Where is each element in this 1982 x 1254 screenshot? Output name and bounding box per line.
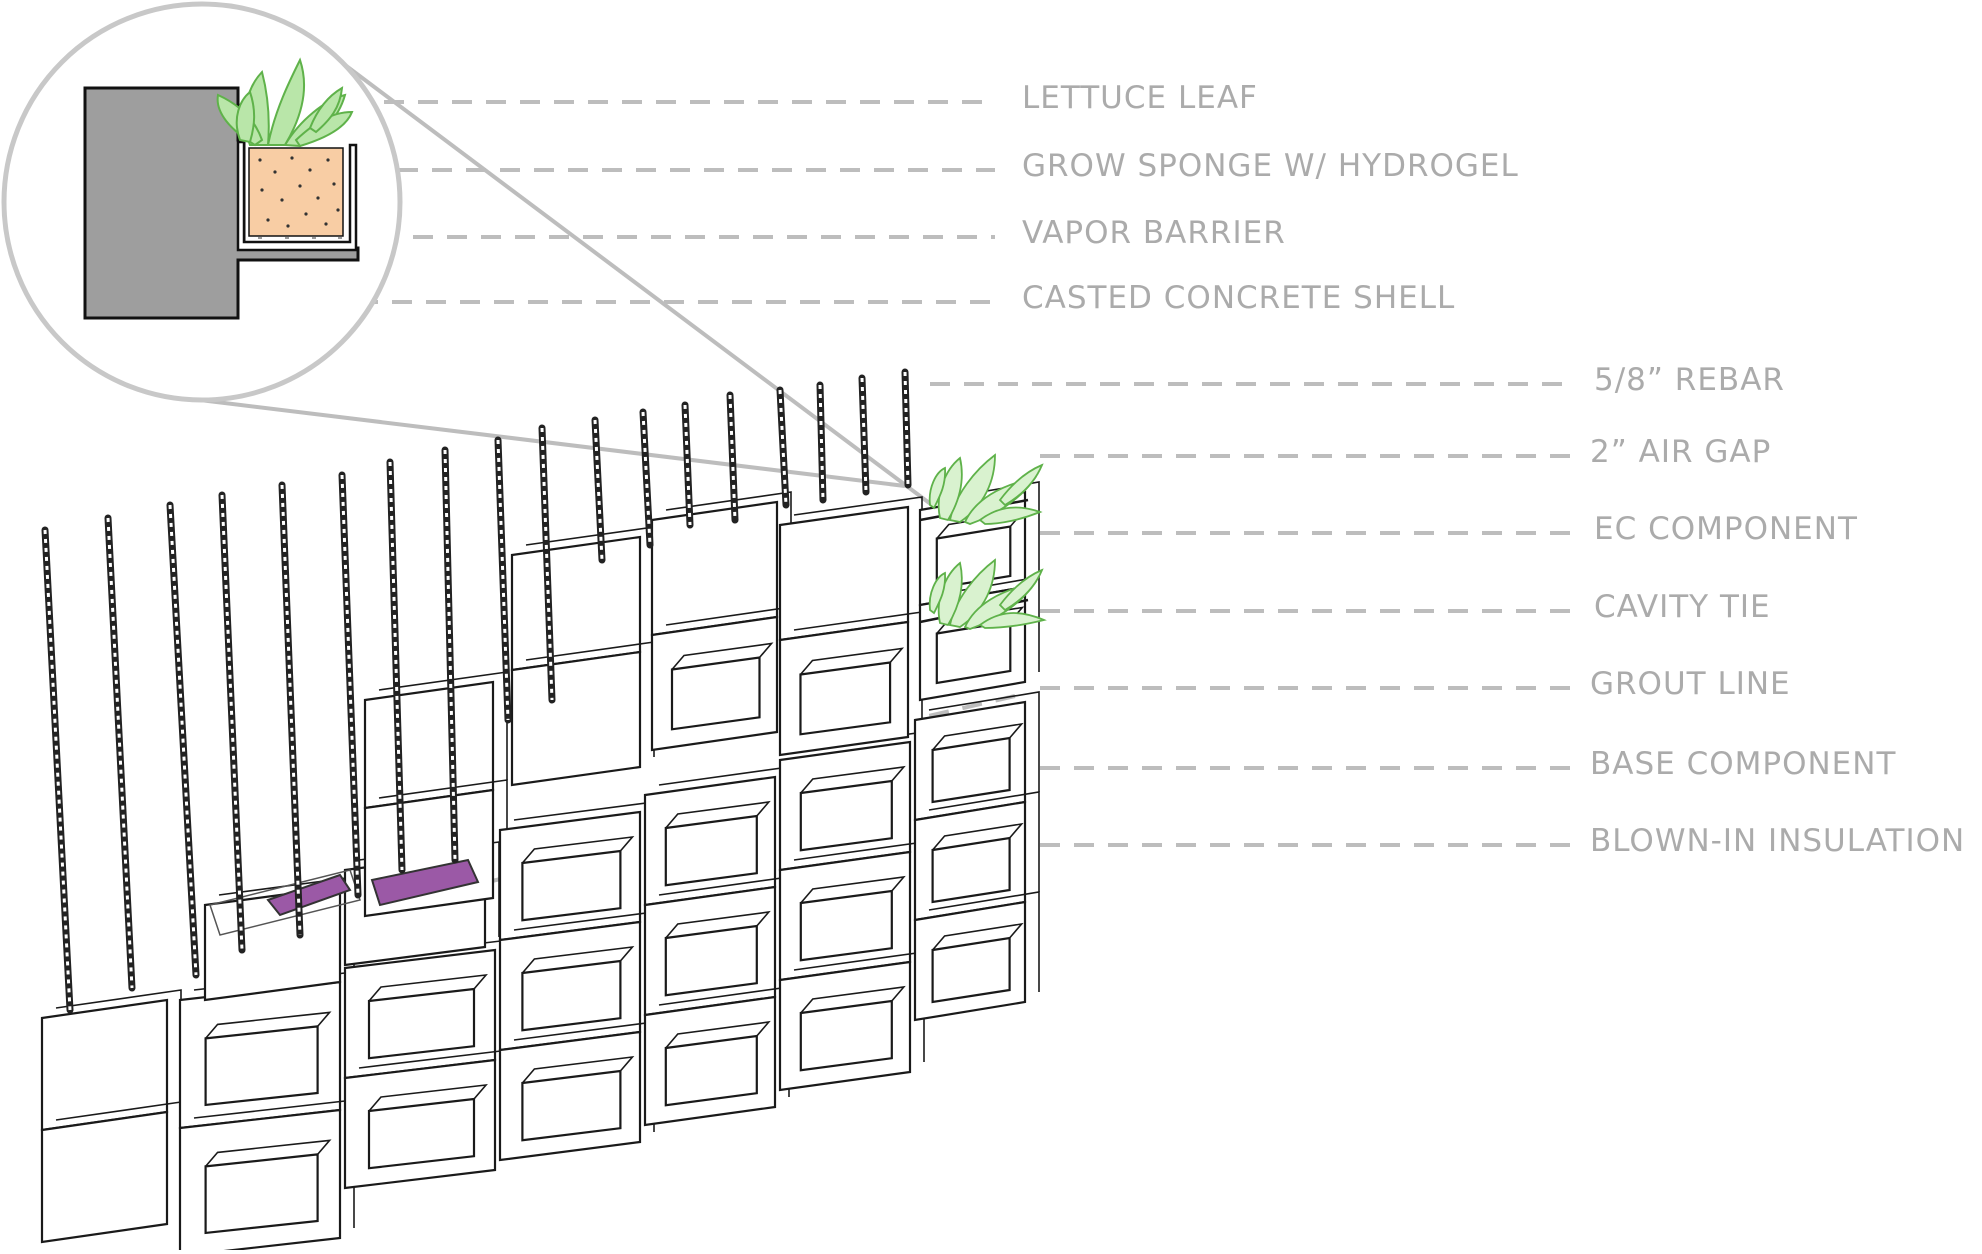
cmu-block	[913, 891, 1040, 1022]
label-grout-line: GROUT LINE	[1590, 666, 1791, 702]
block-recess	[367, 1097, 476, 1170]
block-recess	[664, 924, 758, 997]
rebar-group	[41, 368, 912, 1014]
cmu-block	[363, 671, 508, 810]
block-recess	[799, 661, 892, 736]
label-base-component: BASE COMPONENT	[1590, 746, 1897, 782]
block-recess	[931, 736, 1011, 804]
cmu-block	[778, 841, 925, 982]
label-vapor-barrier: VAPOR BARRIER	[1022, 215, 1286, 251]
rebar-bar	[681, 401, 694, 529]
rebar-bar	[104, 514, 136, 992]
label-grow-sponge: GROW SPONGE W/ HYDROGEL	[1022, 148, 1519, 184]
cmu-block	[643, 766, 790, 907]
block-recess	[670, 656, 761, 731]
block-recess	[367, 987, 476, 1060]
leader-lines	[222, 100, 1570, 847]
label-rebar: 5/8” REBAR	[1594, 362, 1785, 398]
detail-circle	[1, 1, 403, 403]
sponge-dots	[258, 156, 340, 228]
cmu-block	[643, 876, 790, 1017]
label-cavity-tie: CAVITY TIE	[1594, 589, 1771, 625]
cmu-block	[913, 791, 1040, 922]
insulation-cell-left	[266, 873, 352, 917]
ec-plants	[928, 453, 1047, 630]
cmu-block	[498, 1021, 655, 1162]
lettuce-leaf-icon	[216, 57, 354, 148]
label-blown-in-insulation: BLOWN-IN INSULATION	[1590, 823, 1966, 859]
rebar-bar	[338, 471, 362, 899]
rebar-bar	[591, 416, 606, 564]
block-recess	[799, 779, 893, 852]
cmu-block	[778, 951, 925, 1092]
cmu-block	[498, 801, 655, 942]
label-concrete-shell: CASTED CONCRETE SHELL	[1022, 280, 1456, 316]
block-recess	[664, 1034, 758, 1107]
cmu-block	[178, 1099, 355, 1254]
rebar-bar	[441, 446, 459, 864]
ec-plant-lower-icon	[928, 558, 1047, 630]
cmu-block	[913, 691, 1040, 822]
block-recess	[521, 849, 622, 922]
rebar-bar	[386, 458, 406, 874]
cmu-block	[343, 1049, 510, 1190]
insulation-cell-right	[370, 858, 480, 907]
block-recess	[931, 836, 1011, 904]
cmu-block	[343, 939, 510, 1080]
rebar-bar	[726, 391, 739, 524]
rebar-bar	[494, 436, 512, 724]
label-lettuce-leaf: LETTUCE LEAF	[1022, 80, 1258, 116]
block-recess	[931, 936, 1011, 1004]
cmu-block	[778, 611, 923, 757]
rebar-bar	[278, 481, 304, 939]
vapor-barrier-section	[236, 140, 358, 252]
insulation-cell-rim	[209, 869, 361, 936]
rebar-bar	[166, 501, 200, 979]
label-air-gap: 2” AIR GAP	[1590, 434, 1772, 470]
rebar-bar	[538, 424, 556, 704]
rebar-bar	[218, 491, 246, 954]
leader-extensions	[454, 694, 1016, 892]
block-recess	[204, 1025, 319, 1107]
rebar-bar	[816, 381, 827, 504]
block-recess	[664, 814, 758, 887]
block-recess	[521, 1069, 622, 1142]
block-recess	[204, 1153, 319, 1235]
block-recess	[799, 999, 893, 1072]
ec-plant-upper-icon	[928, 453, 1044, 525]
grow-sponge-section	[248, 147, 344, 237]
cmu-block	[650, 491, 792, 637]
block-recess	[521, 959, 622, 1032]
cmu-block	[510, 526, 655, 672]
rebar-bar	[901, 368, 912, 489]
label-ec-component: EC COMPONENT	[1594, 511, 1858, 547]
rebar-bar	[41, 526, 74, 1014]
cmu-block	[40, 989, 182, 1132]
block-recess	[799, 889, 893, 962]
cmu-block	[778, 496, 923, 642]
rebar-bar	[858, 374, 870, 496]
cmu-block	[643, 986, 790, 1127]
block-recess	[935, 620, 1012, 685]
rebar-bar	[776, 386, 790, 509]
rebar-bar	[639, 408, 654, 549]
